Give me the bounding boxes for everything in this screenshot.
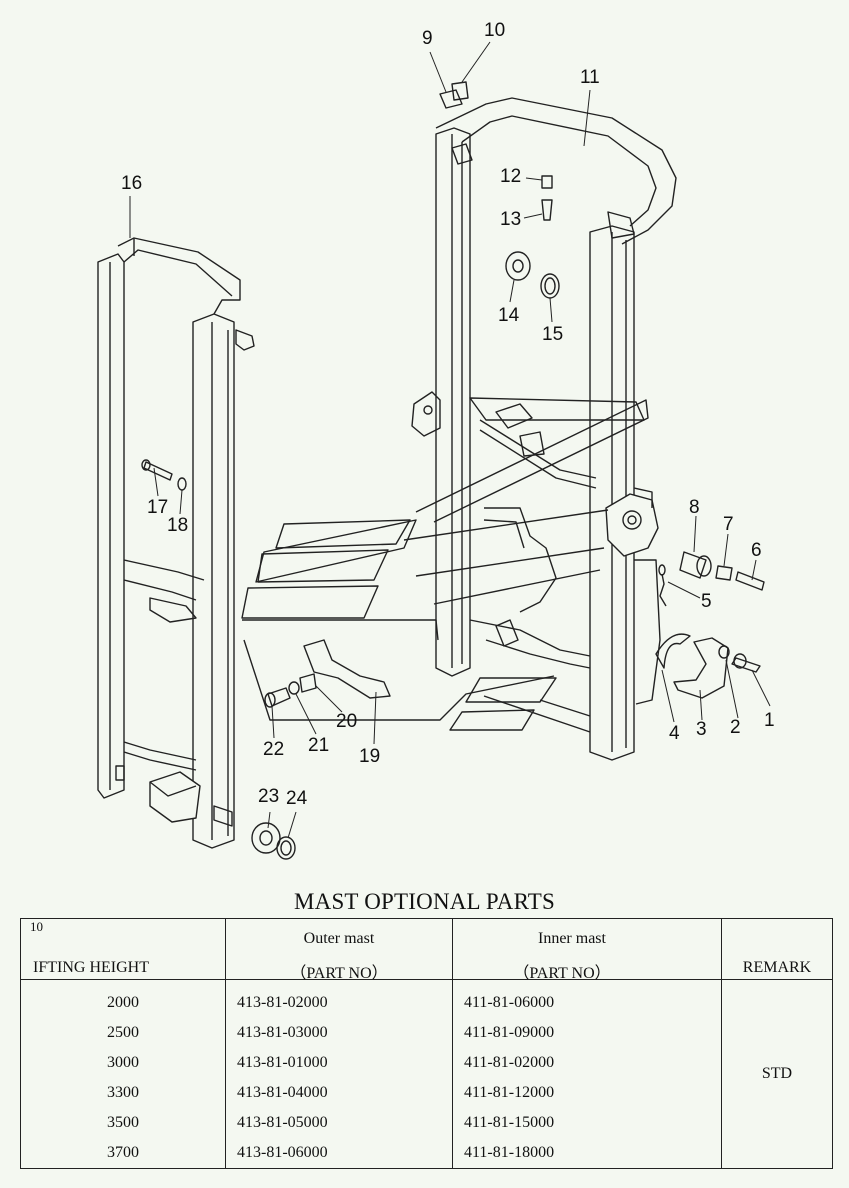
outer-part-number: 413-81-06000 xyxy=(237,1144,328,1161)
leader-lines xyxy=(129,41,771,839)
inner-part-number: 411-81-12000 xyxy=(464,1084,555,1101)
callout-10: 10 xyxy=(484,20,506,41)
callout-23: 23 xyxy=(258,786,280,807)
callout-22: 22 xyxy=(263,739,285,760)
outer-part-number: 413-81-04000 xyxy=(237,1084,328,1101)
header-inner-label: Inner mast xyxy=(538,930,606,947)
height-value: 3300 xyxy=(107,1084,139,1101)
mast-exploded-diagram xyxy=(97,41,771,860)
inner-part-number: 411-81-06000 xyxy=(464,994,555,1011)
outer-part-column: 413-81-02000 413-81-03000 413-81-01000 4… xyxy=(225,979,453,1169)
remark-value: STD xyxy=(761,1065,793,1082)
small-parts-drawing xyxy=(141,175,765,860)
remark-cell: STD xyxy=(721,979,833,1169)
callout-24: 24 xyxy=(286,788,308,809)
outer-part-number: 413-81-02000 xyxy=(237,994,328,1011)
callout-13: 13 xyxy=(500,209,522,230)
mast-optional-parts-table: 10 IFTING HEIGHT Outer mast （PART NO） In… xyxy=(20,918,833,1169)
header-remark-label: REMARK xyxy=(742,959,812,976)
fork-outline-drawing xyxy=(241,399,649,731)
callout-19: 19 xyxy=(359,746,381,767)
outer-part-number: 413-81-03000 xyxy=(237,1024,328,1041)
callout-17: 17 xyxy=(147,497,169,518)
header-outer-mast: Outer mast （PART NO） xyxy=(225,918,453,982)
header-outer-label: Outer mast xyxy=(303,930,375,947)
outer-part-number: 413-81-05000 xyxy=(237,1114,328,1131)
outer-part-number: 413-81-01000 xyxy=(237,1054,328,1071)
header-inner-sublabel: （PART NO） xyxy=(513,965,611,982)
callout-20: 20 xyxy=(336,711,358,732)
height-value: 3000 xyxy=(107,1054,139,1071)
callout-11: 11 xyxy=(580,67,600,88)
callout-4: 4 xyxy=(669,723,680,744)
inner-mast-drawing xyxy=(411,81,677,761)
callout-7: 7 xyxy=(723,514,734,535)
height-column: 2000 2500 3000 3300 3500 3700 xyxy=(20,979,226,1169)
header-lifting-height: 10 IFTING HEIGHT xyxy=(20,918,226,980)
callout-21: 21 xyxy=(308,735,330,756)
inner-part-number: 411-81-15000 xyxy=(464,1114,555,1131)
callout-5: 5 xyxy=(701,591,712,612)
table-header-row: 10 IFTING HEIGHT Outer mast （PART NO） In… xyxy=(20,918,833,982)
outer-mast-drawing xyxy=(97,237,255,849)
header-remark: REMARK xyxy=(721,918,833,980)
height-value: 2000 xyxy=(107,994,139,1011)
table-body-row: 2000 2500 3000 3300 3500 3700 413-81-020… xyxy=(20,979,833,1169)
callout-3: 3 xyxy=(696,719,707,740)
callout-1: 1 xyxy=(764,710,775,731)
height-value: 3700 xyxy=(107,1144,139,1161)
callout-2: 2 xyxy=(730,717,741,738)
inner-part-number: 411-81-02000 xyxy=(464,1054,555,1071)
callout-16: 16 xyxy=(121,173,143,194)
header-corner-number: 10 xyxy=(30,919,43,934)
callout-14: 14 xyxy=(498,305,520,326)
table-title: MAST OPTIONAL PARTS xyxy=(293,889,555,914)
header-height-label: IFTING HEIGHT xyxy=(33,959,149,976)
header-inner-mast: Inner mast （PART NO） xyxy=(452,918,722,982)
inner-part-number: 411-81-18000 xyxy=(464,1144,555,1161)
height-value: 3500 xyxy=(107,1114,139,1131)
inner-part-number: 411-81-09000 xyxy=(464,1024,555,1041)
callout-12: 12 xyxy=(500,166,522,187)
callout-6: 6 xyxy=(751,540,762,561)
callout-18: 18 xyxy=(167,515,189,536)
callout-8: 8 xyxy=(689,497,700,518)
callout-15: 15 xyxy=(542,324,564,345)
inner-part-column: 411-81-06000 411-81-09000 411-81-02000 4… xyxy=(452,979,722,1169)
height-value: 2500 xyxy=(107,1024,139,1041)
header-outer-sublabel: （PART NO） xyxy=(290,965,388,982)
callout-9: 9 xyxy=(422,28,433,49)
